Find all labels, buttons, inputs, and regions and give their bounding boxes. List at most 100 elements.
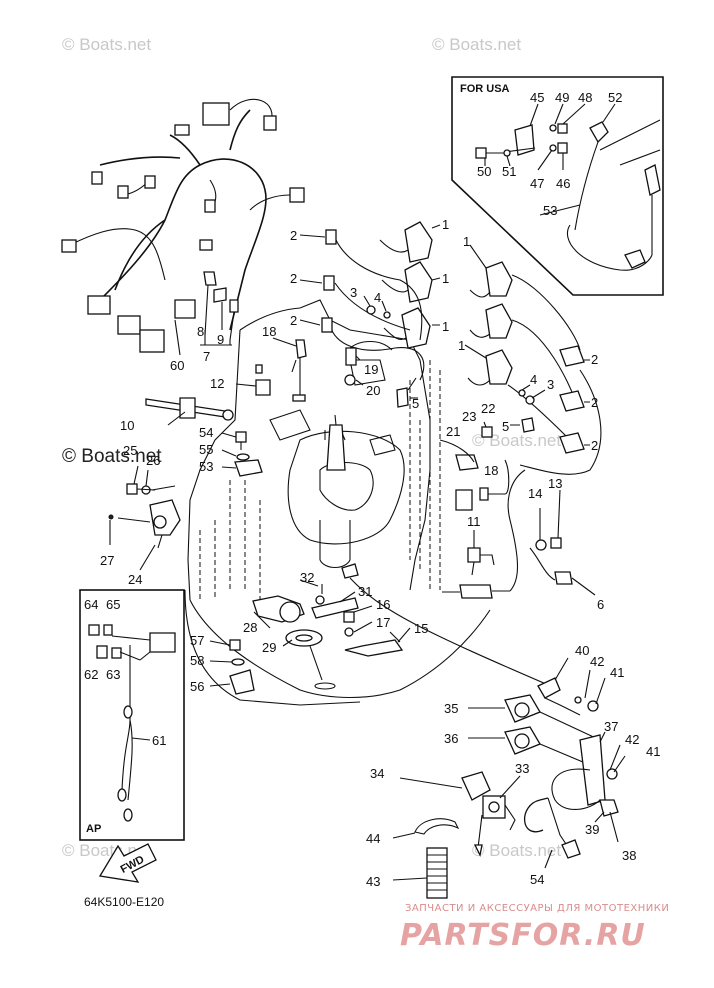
callout-58: 57 — [190, 633, 204, 648]
callout-1-e: 1 — [458, 338, 465, 353]
callout-1-a: 1 — [442, 217, 449, 232]
callout-4-b: 4 — [530, 372, 537, 387]
engine-block — [184, 299, 491, 706]
callout-46: 47 — [530, 176, 544, 191]
ap-frame — [79, 589, 185, 841]
callout-2-e: 2 — [591, 395, 598, 410]
callout-53: 54 — [530, 872, 544, 887]
callout-11: 11 — [467, 514, 481, 529]
callout-25: 25 — [123, 443, 137, 458]
callout-55: 54 — [199, 425, 213, 440]
callout-22: 22 — [481, 401, 495, 416]
callout-32: 33 — [515, 761, 529, 776]
right-mid-parts — [439, 421, 596, 599]
callout-49: 50 — [477, 164, 491, 179]
shop-tagline: ЗАПЧАСТИ И АКСЕССУАРЫ ДЛЯ МОТОТЕХНИКИ — [405, 903, 669, 914]
ignition-coils-lower — [464, 244, 602, 475]
callout-2-b: 2 — [290, 271, 297, 286]
callout-48: 49 — [555, 90, 569, 105]
lower-center-parts — [209, 563, 561, 695]
watermark-bottom-right: © Boats.net — [472, 841, 561, 860]
callout-30: 31 — [358, 584, 372, 599]
for-usa-box: FOR USA 45 49 48 52 50 51 4 — [451, 76, 664, 296]
callout-10: 10 — [120, 418, 134, 433]
callout-28: 28 — [243, 620, 257, 635]
callout-44: 45 — [530, 90, 544, 105]
callout-19: 19 — [364, 362, 378, 377]
shop-logo: PARTSFOR.RU — [400, 918, 646, 953]
callout-39: 40 — [575, 643, 589, 658]
callout-51: 52 — [608, 90, 622, 105]
callout-15: 15 — [414, 621, 428, 636]
callout-18-a: 18 — [262, 324, 276, 339]
callout-27: 27 — [100, 553, 114, 568]
callout-56: 55 — [199, 442, 213, 457]
callout-63: 63 — [106, 667, 120, 682]
pulser-parts — [108, 431, 263, 571]
callout-23: 23 — [462, 409, 476, 424]
callout-36: 37 — [604, 719, 618, 734]
callout-37: 38 — [622, 848, 636, 863]
callout-2-f: 2 — [591, 438, 598, 453]
callout-16: 16 — [376, 597, 390, 612]
callout-65: 65 — [106, 597, 120, 612]
callout-29: 29 — [262, 640, 276, 655]
callout-33: 34 — [370, 766, 384, 781]
callout-43: 44 — [366, 831, 380, 846]
callout-45: 46 — [556, 176, 570, 191]
callout-17: 17 — [376, 615, 390, 630]
callout-18-b: 18 — [484, 463, 498, 478]
callout-2-a: 2 — [290, 228, 297, 243]
callout-20: 20 — [366, 383, 380, 398]
fwd-arrow-icon — [98, 843, 157, 883]
callout-6: 6 — [597, 597, 604, 612]
watermark-top-left: © Boats.net — [62, 35, 151, 54]
callout-31: 32 — [300, 570, 314, 585]
callout-9: 9 — [217, 332, 224, 347]
callout-52: 53 — [543, 203, 557, 218]
callout-57: 56 — [190, 679, 204, 694]
callout-34: 35 — [444, 701, 458, 716]
callout-41-b: 42 — [625, 732, 639, 747]
callout-54: 53 — [199, 459, 213, 474]
callout-21: 21 — [446, 424, 460, 439]
callout-24: 24 — [128, 572, 142, 587]
harness-connector-main — [202, 102, 230, 126]
watermark-mid-right: © Boats.net — [472, 431, 561, 450]
callout-3-b: 3 — [547, 377, 554, 392]
for-usa-title: FOR USA — [460, 83, 510, 95]
callout-40-b: 41 — [646, 744, 660, 759]
callout-12: 12 — [210, 376, 224, 391]
callout-61: 61 — [152, 733, 166, 748]
for-usa-frame — [451, 76, 664, 296]
watermark-mid-left: © Boats.net — [62, 446, 162, 467]
callout-59: 58 — [190, 653, 204, 668]
watermark-top-right: © Boats.net — [432, 35, 521, 54]
diagram-code: 64K5100-E120 — [84, 895, 164, 909]
callout-50: 51 — [502, 164, 516, 179]
callout-14: 14 — [528, 486, 542, 501]
callout-5-a: 5 — [412, 396, 419, 411]
callout-8: 8 — [197, 324, 204, 339]
callout-42: 43 — [366, 874, 380, 889]
callout-26: 26 — [146, 453, 160, 468]
callout-62: 62 — [84, 667, 98, 682]
callout-2-c: 2 — [290, 313, 297, 328]
ignition-coils-upper — [299, 221, 441, 408]
ap-title: AP — [86, 823, 101, 835]
ap-box: AP — [79, 589, 185, 841]
callout-7: 7 — [203, 349, 210, 364]
callout-3-a: 3 — [350, 285, 357, 300]
callout-64: 64 — [84, 597, 98, 612]
callout-1-b: 1 — [442, 271, 449, 286]
callout-35: 36 — [444, 731, 458, 746]
callout-40-a: 41 — [610, 665, 624, 680]
callout-41-a: 42 — [590, 654, 604, 669]
left-side-parts — [145, 337, 393, 426]
callout-38: 39 — [585, 822, 599, 837]
callout-47: 48 — [578, 90, 592, 105]
callout-4-a: 4 — [374, 290, 381, 305]
callout-5-b: 5 — [502, 419, 509, 434]
wire-harness-60 — [61, 98, 305, 356]
